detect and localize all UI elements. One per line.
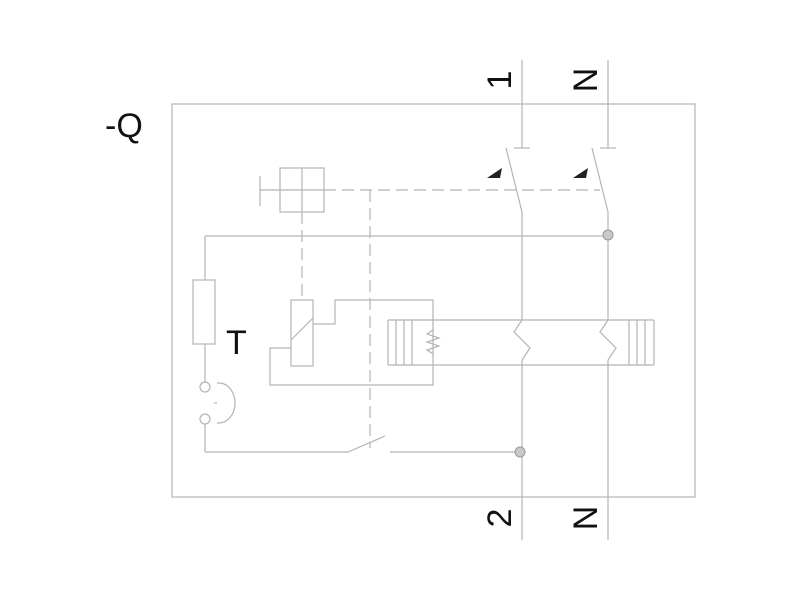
test-circuit <box>192 235 608 453</box>
secondary-winding-icon <box>425 329 441 355</box>
terminal-label-line-out: 2 <box>481 509 519 528</box>
test-button-contact-top <box>199 381 211 393</box>
neutral-contact-arrow-icon <box>573 168 588 178</box>
device-designation-label: -Q <box>105 107 143 145</box>
junction-dot-test-line <box>514 446 526 458</box>
current-transformer <box>387 319 655 366</box>
junction-dot-test-neutral <box>602 229 614 241</box>
neutral-conductor <box>591 60 617 540</box>
test-button-contact-bottom <box>199 413 211 425</box>
terminal-label-line-in: 1 <box>481 71 519 90</box>
trip-mechanism-block <box>259 167 325 213</box>
terminal-label-neutral-in: N <box>567 68 605 93</box>
test-switch-contact <box>347 435 386 453</box>
line-contact-arrow-icon <box>487 168 502 178</box>
test-resistor <box>192 279 216 345</box>
test-pushbutton-icon <box>217 382 236 424</box>
residual-current-release <box>269 299 434 386</box>
test-button-label: T <box>226 324 247 362</box>
terminal-label-neutral-out: N <box>567 506 605 531</box>
line-conductor <box>505 60 531 540</box>
device-enclosure <box>171 103 696 498</box>
